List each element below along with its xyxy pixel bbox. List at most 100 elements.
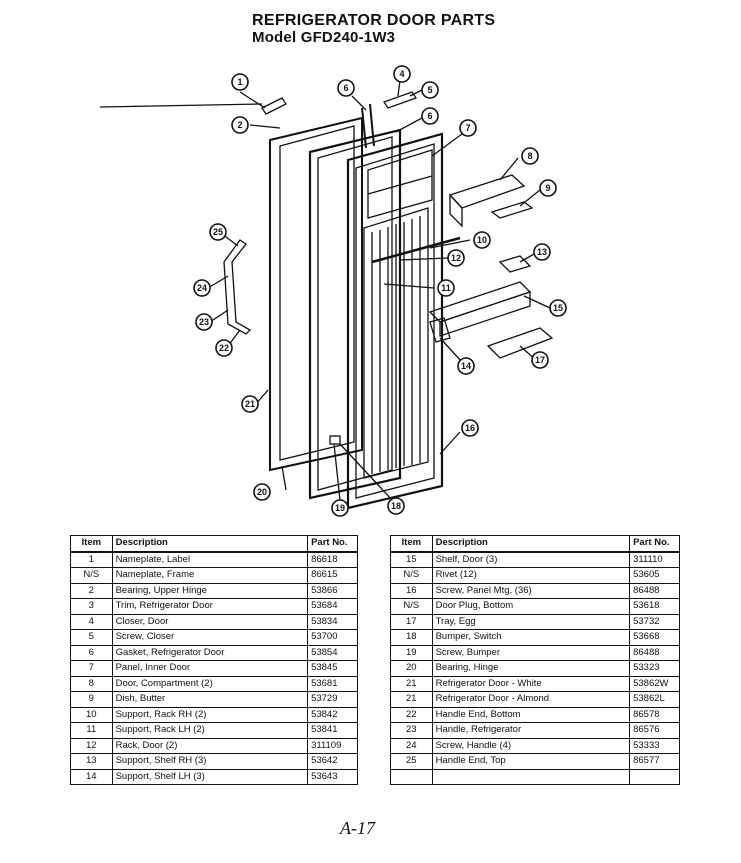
svg-text:10: 10 xyxy=(477,235,487,245)
cell-description: Rivet (12) xyxy=(431,567,631,584)
shelf-support-rh xyxy=(498,255,532,273)
table-row xyxy=(390,768,680,785)
svg-text:5: 5 xyxy=(427,85,432,95)
callout-20: 20 xyxy=(253,483,271,501)
title-line-2: Model GFD240-1W3 xyxy=(252,29,396,46)
svg-text:8: 8 xyxy=(527,151,532,161)
cell-description: Shelf, Door (3) xyxy=(431,551,631,568)
callout-14: 14 xyxy=(457,357,475,375)
cell-description: Support, Rack LH (2) xyxy=(111,722,309,739)
cell-item: N/S xyxy=(390,567,433,584)
cell-item: 11 xyxy=(70,722,113,739)
cell-item: 5 xyxy=(70,629,113,646)
callout-24: 24 xyxy=(193,279,211,297)
callout-6: 6 xyxy=(421,107,439,125)
cell-description: Bumper, Switch xyxy=(431,629,631,646)
svg-text:20: 20 xyxy=(257,487,267,497)
cell-part-no: 86618 xyxy=(307,551,358,568)
header-item: Item xyxy=(70,535,113,553)
cell-description: Nameplate, Label xyxy=(111,551,309,568)
svg-text:7: 7 xyxy=(465,123,470,133)
cell-description: Dish, Butter xyxy=(111,691,309,708)
cell-item: 1 xyxy=(70,551,113,568)
callout-15: 15 xyxy=(549,299,567,317)
callout-16: 16 xyxy=(461,419,479,437)
svg-text:22: 22 xyxy=(219,343,229,353)
svg-text:25: 25 xyxy=(213,227,223,237)
cell-description: Closer, Door xyxy=(111,613,309,630)
callout-8: 8 xyxy=(521,147,539,165)
inner-door-panel xyxy=(346,132,444,510)
page-mark: A-17 xyxy=(340,818,375,838)
svg-text:12: 12 xyxy=(451,253,461,263)
cell-item: 7 xyxy=(70,660,113,677)
header-part-no: Part No. xyxy=(629,535,680,553)
cell-description: Screw, Panel Mtg. (36) xyxy=(431,582,631,599)
svg-text:13: 13 xyxy=(537,247,547,257)
callout-19: 19 xyxy=(331,499,349,517)
svg-text:4: 4 xyxy=(399,69,404,79)
cell-part-no: 53605 xyxy=(629,567,680,584)
door-closer xyxy=(382,91,418,109)
butter-dish xyxy=(490,201,534,219)
svg-text:11: 11 xyxy=(441,283,451,293)
cell-description: Support, Rack RH (2) xyxy=(111,706,309,723)
cell-part-no: 311109 xyxy=(307,737,358,754)
callout-1: 1 xyxy=(231,73,249,91)
cell-description: Bearing, Upper Hinge xyxy=(111,582,309,599)
svg-text:15: 15 xyxy=(553,303,563,313)
cell-item: 16 xyxy=(390,582,433,599)
callout-12: 12 xyxy=(447,249,465,267)
cell-item: 18 xyxy=(390,629,433,646)
nameplate xyxy=(261,97,287,115)
cell-item: 13 xyxy=(70,753,113,770)
cell-part-no: 53866 xyxy=(307,582,358,599)
cell-description: Screw, Closer xyxy=(111,629,309,646)
cell-description: Trim, Refrigerator Door xyxy=(111,598,309,615)
svg-text:14: 14 xyxy=(461,361,471,371)
svg-text:2: 2 xyxy=(237,120,242,130)
cell-description: Refrigerator Door - Almond xyxy=(431,691,631,708)
cell-part-no: 53854 xyxy=(307,644,358,661)
cell-item: 10 xyxy=(70,706,113,723)
callout-layer: 1245667891011121315141716181920212223242… xyxy=(193,65,567,517)
title-line-1: REFRIGERATOR DOOR PARTS xyxy=(252,12,496,29)
cell-item: 24 xyxy=(390,737,433,754)
table-header-row: Item Description Part No. xyxy=(70,535,358,553)
svg-text:17: 17 xyxy=(535,355,545,365)
cell-part-no: 53684 xyxy=(307,598,358,615)
door-gasket xyxy=(308,128,402,500)
door-handle xyxy=(223,239,252,335)
cell-item: N/S xyxy=(70,567,113,584)
switch-bumper xyxy=(329,435,341,445)
svg-text:6: 6 xyxy=(343,83,348,93)
cell-item: 23 xyxy=(390,722,433,739)
cell-part-no: 53841 xyxy=(307,722,358,739)
cell-part-no: 86578 xyxy=(629,706,680,723)
callout-11: 11 xyxy=(437,279,455,297)
svg-text:6: 6 xyxy=(427,111,432,121)
cell-description: Support, Shelf LH (3) xyxy=(111,768,309,785)
cell-item: 20 xyxy=(390,660,433,677)
cell-part-no: 53842 xyxy=(307,706,358,723)
cell-description: Panel, Inner Door xyxy=(111,660,309,677)
door-rack xyxy=(371,236,461,264)
